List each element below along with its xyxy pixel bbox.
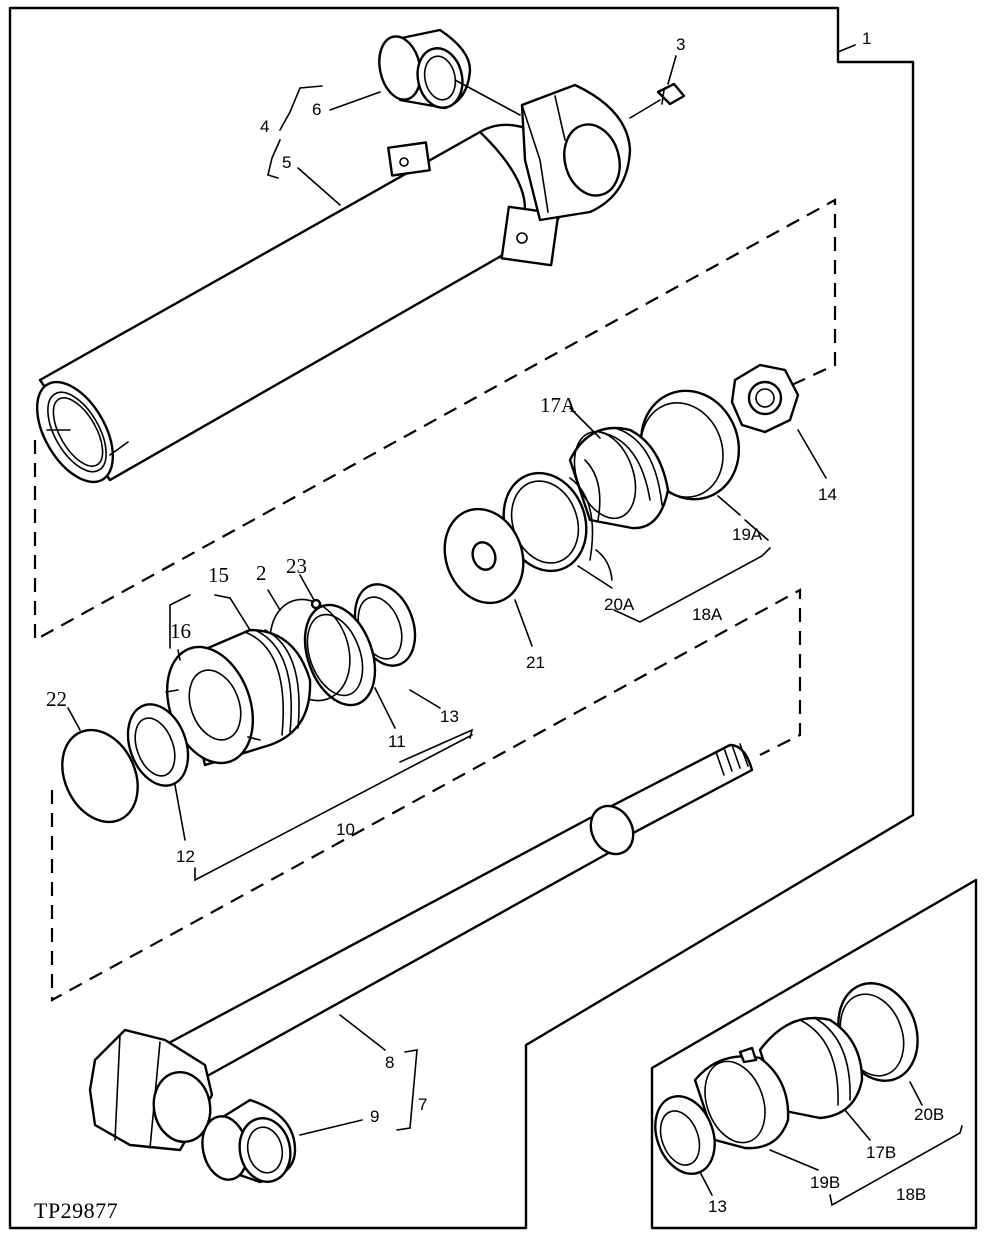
kit-wear-ring-19b — [693, 1046, 790, 1150]
grease-fitting — [629, 82, 686, 119]
rod-parts-outline — [50, 588, 802, 1002]
callout-21: 21 — [526, 653, 545, 672]
kit-rod-seal-13 — [654, 1095, 716, 1175]
washer-21 — [443, 507, 525, 605]
cylinder-gland — [165, 628, 312, 767]
dust-cap-22 — [61, 728, 139, 824]
callout-3: 3 — [676, 35, 685, 54]
leader-lines — [67, 44, 963, 1207]
callout-6: 6 — [312, 100, 321, 119]
kit-inset-boundary — [650, 878, 978, 1230]
barrel-head-end — [387, 83, 632, 267]
callout-16: 16 — [170, 619, 191, 643]
piston-seal-17a — [568, 426, 670, 530]
callout-18a: 18A — [692, 605, 723, 624]
figure-reference: TP29877 — [34, 1198, 118, 1223]
callout-20a: 20A — [604, 595, 635, 614]
lock-nut — [730, 363, 800, 434]
callout-11: 11 — [388, 732, 406, 751]
callout-7: 7 — [418, 1095, 427, 1114]
callout-9: 9 — [370, 1107, 379, 1126]
callout-13-kit: 13 — [708, 1197, 727, 1216]
callout-19a: 19A — [732, 525, 763, 544]
callout-1: 1 — [862, 29, 871, 48]
callout-10: 10 — [336, 820, 355, 839]
cylinder-barrel — [35, 128, 562, 484]
callout-18b: 18B — [896, 1185, 926, 1204]
piston-rod — [88, 743, 754, 1152]
piston-parts-outline — [33, 198, 837, 642]
callout-4: 4 — [260, 117, 269, 136]
callout-15: 15 — [208, 563, 229, 587]
callout-19b: 19B — [810, 1173, 840, 1192]
rod-bushing — [201, 1098, 297, 1184]
backup-ring-20a — [502, 471, 594, 573]
callout-5: 5 — [282, 153, 291, 172]
callout-22: 22 — [46, 687, 67, 711]
callout-8: 8 — [385, 1053, 394, 1072]
callout-14: 14 — [818, 485, 837, 504]
seal-ring-12 — [126, 703, 190, 787]
barrel-bushing — [378, 28, 521, 116]
callout-2: 2 — [256, 561, 267, 585]
callout-13-upper: 13 — [440, 707, 459, 726]
callout-12: 12 — [176, 847, 195, 866]
callout-17a: 17A — [540, 393, 577, 417]
callout-23: 23 — [286, 554, 307, 578]
assembly-boundary — [8, 6, 915, 1230]
callout-17b: 17B — [866, 1143, 896, 1162]
callout-20b: 20B — [914, 1105, 944, 1124]
